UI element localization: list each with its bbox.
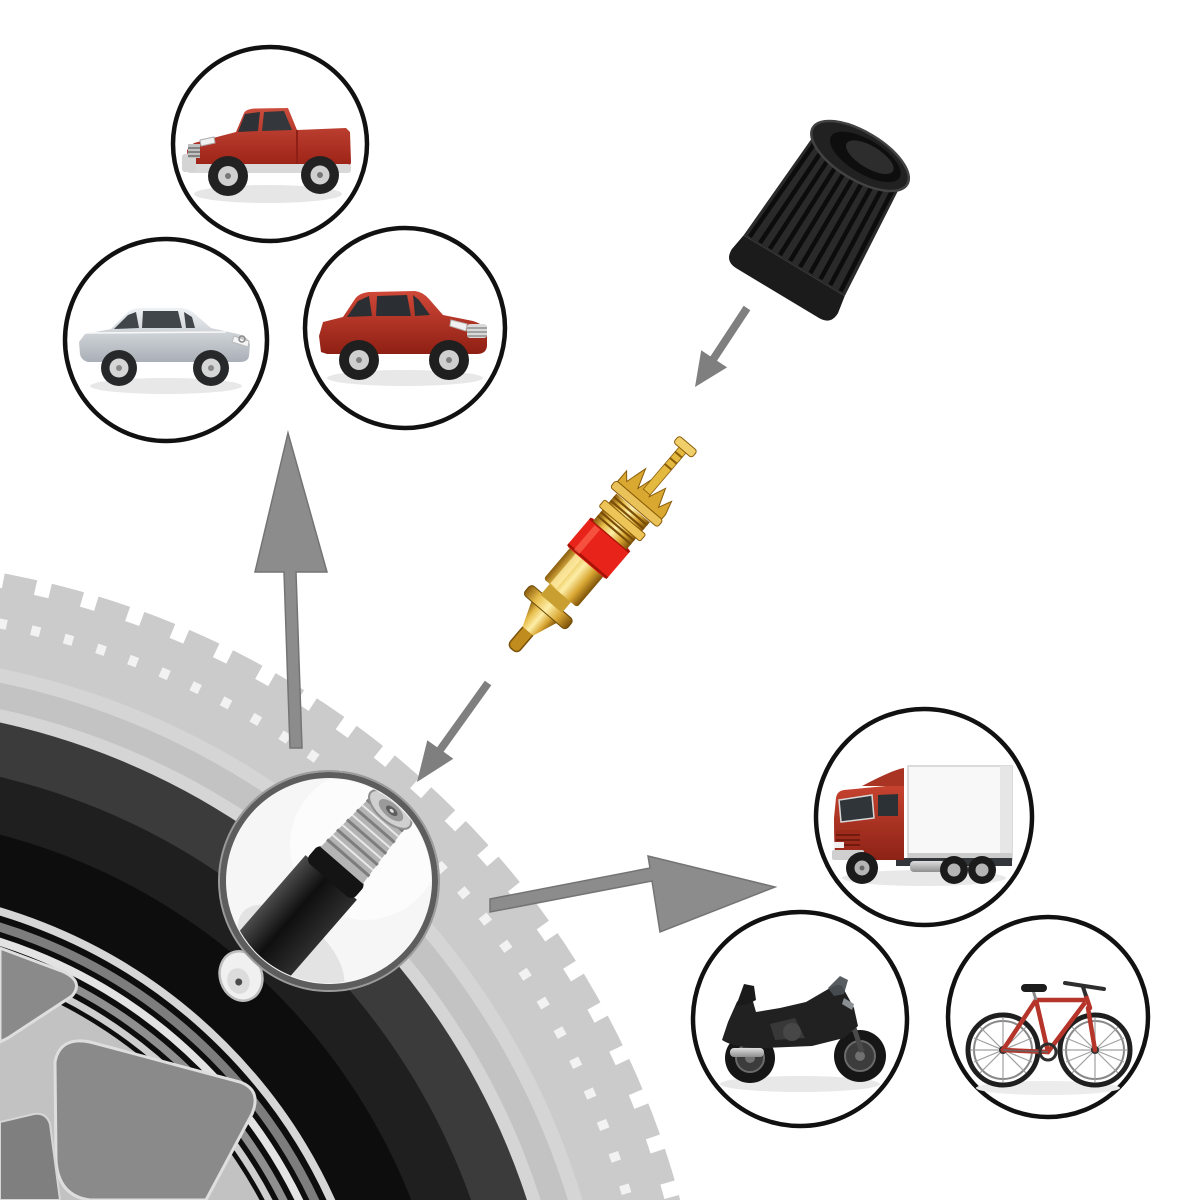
suv-grille-bars (467, 327, 487, 337)
truck-rear-wheel-2 (968, 856, 996, 884)
valve-core-washer (610, 480, 663, 527)
truck-roof-deflector (862, 768, 904, 786)
suv-headlight (449, 319, 468, 332)
stem-core-pin (389, 808, 394, 813)
valve-core-pin-grooves (664, 451, 683, 471)
callout-sedan (62, 236, 270, 444)
valve-core-pin-head (674, 436, 697, 458)
bike-stem (1081, 986, 1088, 997)
pickup-truck-image (182, 108, 351, 203)
truck-windshield (838, 794, 875, 823)
valve-cap-cup-inner (846, 140, 894, 175)
arrow-cap-to-core (695, 305, 751, 387)
arrow-stem-to-vehicles (489, 855, 778, 934)
truck-fuel-tank (910, 861, 946, 872)
pickup-rear-wheel (301, 156, 339, 194)
callout-suv (302, 225, 508, 431)
callout-bicycle (945, 914, 1151, 1120)
valve-core-cone (522, 600, 558, 636)
pickup-grille-bars (188, 147, 200, 157)
callout-circle (945, 914, 1151, 1120)
pickup-front-bumper (182, 154, 196, 172)
valve-stem-magnifier (218, 770, 440, 992)
suv-rear-window (347, 296, 372, 317)
valve-core-neck (540, 582, 573, 613)
moto-exhaust (730, 1048, 764, 1057)
motorcycle-image (720, 976, 886, 1092)
truck-box-shade (1000, 766, 1012, 860)
sedan-beltline (85, 331, 227, 334)
wheel-valve-stem-small (218, 950, 264, 1002)
valve-core (508, 436, 697, 653)
moto-rear-backrest (736, 984, 756, 1006)
truck-rear-wheel-1 (940, 856, 968, 884)
valve-cap-ribs (747, 136, 898, 293)
magnifier-rim (220, 772, 438, 990)
valve-core-crown (616, 467, 673, 520)
moto-windscreen (828, 976, 848, 996)
magnifier-rim-outer (218, 770, 440, 992)
stem-rubber-shoulder (308, 846, 364, 898)
sedan-mid-window (142, 311, 182, 328)
pickup-body (187, 108, 351, 167)
suv-mid-window (376, 295, 411, 316)
arrow-core-to-stem (417, 680, 492, 782)
arrow-wheel-to-cars (254, 430, 328, 749)
suv-front-window (413, 295, 430, 316)
suv-image (319, 291, 487, 386)
sedan-rear-wheel (101, 350, 137, 386)
bike-handlebar (1063, 981, 1106, 991)
sedan-emblem (238, 335, 246, 343)
valve-core-barrel-highlight (550, 552, 583, 589)
valve-core-pin (642, 445, 688, 496)
bike-saddle (1021, 984, 1047, 992)
sedan-rear-window (114, 312, 139, 329)
suv-rear-wheel (339, 340, 379, 380)
pickup-side-window (262, 111, 292, 131)
truck-headlight (834, 842, 844, 848)
moto-body-fairing (722, 984, 858, 1048)
valve-core-ring (599, 499, 646, 542)
callout-pickup (170, 44, 370, 244)
sedan-image (79, 308, 250, 394)
truck-box-bottom-rail (908, 853, 1012, 860)
valve-cap (729, 119, 911, 321)
callout-motorcycle (690, 909, 910, 1129)
truck-front-wheel (846, 852, 878, 884)
truck-door-window (878, 794, 898, 816)
suv-front-wheel (429, 340, 469, 380)
valve-cap-dome-rim-highlight (810, 119, 911, 193)
spoke-window-small (0, 946, 78, 1044)
valve-cap-base-band (729, 235, 845, 321)
callout-cargo-truck (813, 706, 1035, 928)
tire-wheel (0, 569, 684, 1200)
valve-core-seal-highlight (573, 525, 601, 555)
spoke-window-corner (0, 1112, 62, 1200)
spoke-window-large (53, 1039, 257, 1200)
moto-engine-cover (783, 1023, 801, 1041)
pickup-headlight (199, 136, 216, 147)
cargo-truck-image (832, 765, 1013, 886)
moto-headlight (842, 998, 854, 1010)
truck-box-trailer (907, 765, 1013, 861)
pickup-front-wheel (208, 156, 248, 196)
pickup-windshield (238, 112, 260, 132)
sedan-front-wheel (193, 350, 229, 386)
bike-crank (1038, 1042, 1058, 1062)
seal-edge-bottom (567, 543, 609, 580)
moto-front-wheel (834, 1030, 886, 1082)
valve-core-red-seal (567, 518, 630, 579)
sedan-front-window (184, 312, 195, 328)
bicycle-image (965, 981, 1133, 1095)
